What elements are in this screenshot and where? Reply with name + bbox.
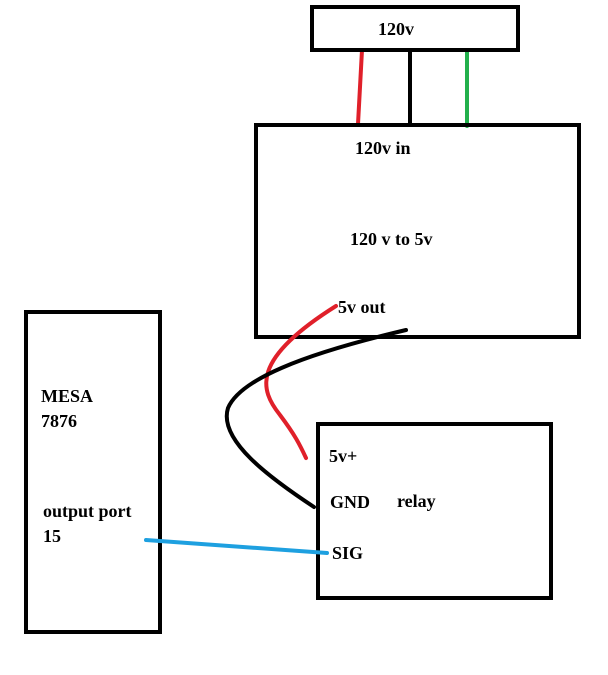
- mesa-label-line2: 7876: [41, 411, 77, 431]
- port-label-line2: 15: [43, 526, 61, 546]
- mesa-box: [24, 310, 162, 634]
- signal-wire: [144, 538, 329, 555]
- port-label-line1: output port: [43, 501, 132, 521]
- converter-in-label: 120v in: [355, 138, 411, 158]
- relay-gnd-label: GND: [330, 492, 370, 512]
- source-box: [310, 5, 520, 52]
- relay-vcc-label: 5v+: [329, 446, 357, 466]
- relay-title: relay: [397, 491, 436, 511]
- relay-sig-label: SIG: [332, 543, 363, 563]
- source-label: 120v: [378, 19, 414, 39]
- converter-title: 120 v to 5v: [350, 229, 433, 249]
- relay-box: [316, 422, 553, 600]
- converter-out-label: 5v out: [338, 297, 386, 317]
- vcc-wire: [264, 304, 338, 460]
- gnd-wire: [224, 328, 408, 509]
- mesa-label-line1: MESA: [41, 386, 93, 406]
- hot-wire: [356, 48, 364, 126]
- converter-box: [254, 123, 581, 339]
